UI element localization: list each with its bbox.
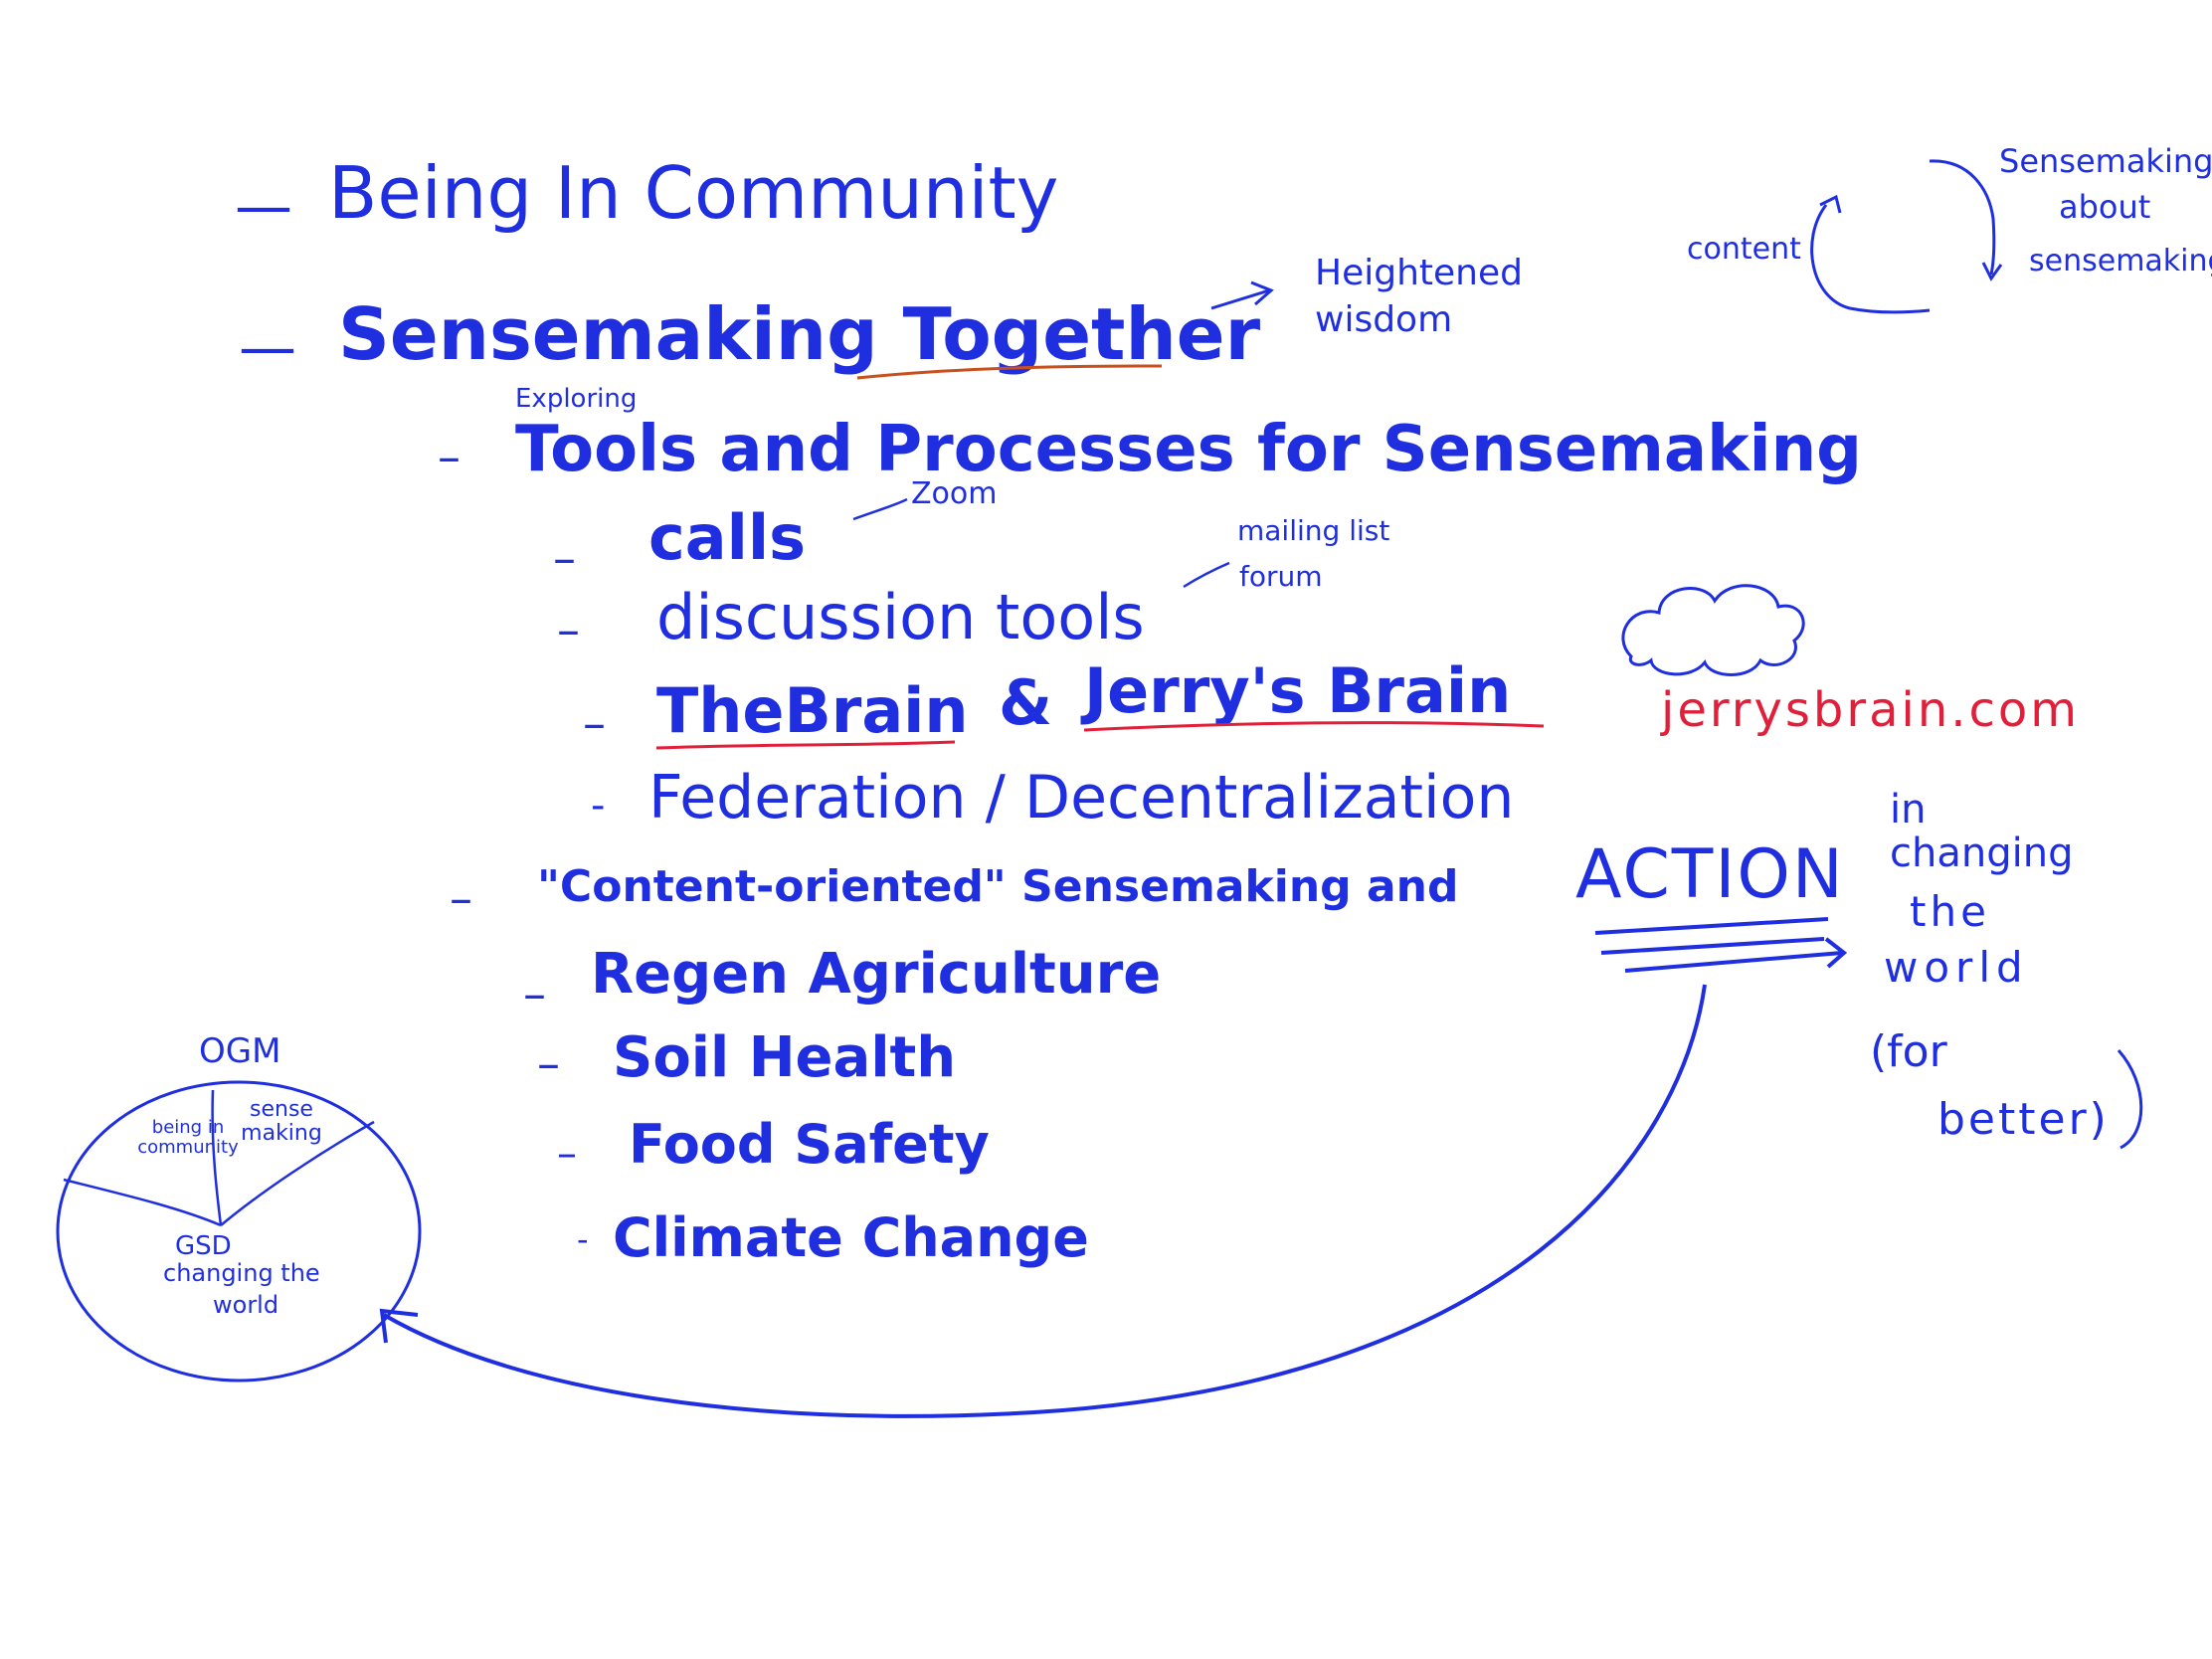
ogm-title: OGM [199,1031,281,1071]
dash-3: – [438,430,461,483]
note-forum: forum [1239,560,1323,593]
label-exploring: Exploring [515,384,638,414]
cloud-sketch [1621,584,1805,676]
corner-note-sensemaking: Sensemaking [1999,142,2212,180]
corner-note-about-sensemaking: sensemaking [2029,244,2212,278]
note-zoom: Zoom [911,476,998,511]
ogm-divider-left [63,1178,222,1227]
side-note-for: (for [1870,1026,1947,1077]
link-discussion-forum [1183,561,1230,589]
item-content-oriented: "Content-oriented" Sensemaking and [537,861,1459,912]
item-action: ACTION [1575,835,1845,914]
dash-1: — [235,172,292,240]
item-jerrys-brain: Jerry's Brain [1084,654,1512,727]
corner-note-content: content [1687,232,1801,267]
action-underline-1 [1594,917,1829,935]
side-note-the: the [1910,887,1990,936]
item-regen-agriculture: Regen Agriculture [591,942,1162,1007]
dash-11: – [557,1131,577,1177]
ogm-segment-gsd: GSD [175,1231,232,1261]
item-soil-health: Soil Health [613,1025,957,1090]
side-note-paren [2117,1049,2143,1150]
item-thebrain: TheBrain [656,674,969,747]
dash-2: — [239,313,296,381]
side-note-in: in [1890,787,1927,832]
ogm-segment-sensemaking: sense making [241,1097,322,1147]
dash-9: – [523,967,546,1020]
ogm-segment-world: world [213,1291,279,1319]
action-arrow [1624,951,1843,973]
item-sensemaking-together: Sensemaking Together [338,292,1261,376]
side-note-world: world [1884,943,2029,992]
item-ampersand: & [999,666,1053,739]
item-calls: calls [648,501,806,574]
note-heightened-wisdom: Heightened wisdom [1315,253,1523,340]
item-federation: Federation / Decentralization [648,763,1515,832]
dash-7: - [591,783,606,829]
item-discussion-tools: discussion tools [656,581,1145,653]
item-climate-change: Climate Change [613,1206,1089,1269]
corner-note-about: about [2059,188,2151,226]
item-food-safety: Food Safety [629,1113,990,1176]
ogm-segment-changing: changing the [163,1259,320,1287]
dash-12: - [577,1220,589,1258]
dash-5: – [557,603,580,656]
link-jerrysbrain-com: jerrysbrain.com [1661,682,2081,738]
action-underline-2 [1600,937,1825,955]
corner-cycle-left [1810,204,1931,314]
side-note-changing: changing [1890,830,2074,876]
dash-6: – [583,696,606,750]
side-note-better: better) [1937,1094,2110,1145]
dash-10: – [537,1036,560,1090]
dash-4: – [553,531,576,585]
item-being-in-community: Being In Community [328,151,1059,235]
note-mailing-list: mailing list [1237,514,1390,547]
link-calls-zoom [852,497,908,521]
corner-cycle-right [1929,159,1996,276]
item-tools-and-processes: Tools and Processes for Sensemaking [515,413,1862,486]
dash-8: – [450,871,472,925]
ogm-divider-center [211,1089,223,1226]
curved-arrow-to-ogm [382,984,1707,1418]
